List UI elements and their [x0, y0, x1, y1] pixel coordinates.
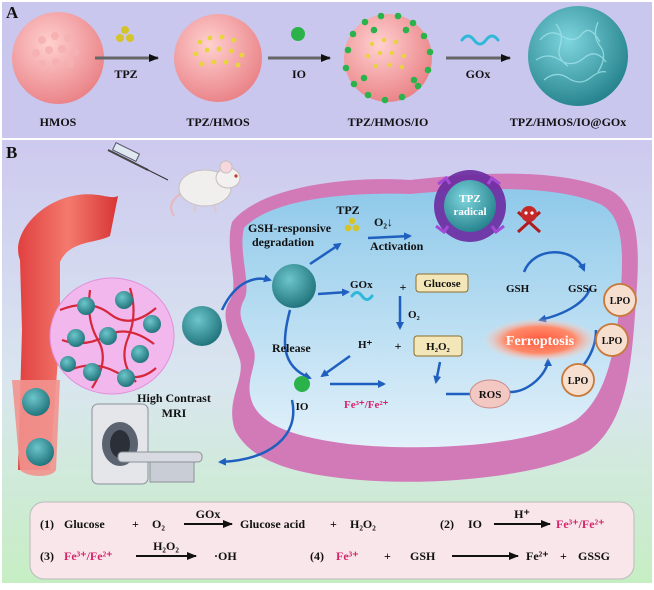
skull-crossbones-icon — [516, 206, 542, 234]
equation-4: (4) Fe³⁺ + GSH Fe²⁺ + GSSG — [310, 549, 610, 563]
gox-label: GOx — [350, 279, 373, 291]
release-label: Release — [272, 341, 311, 355]
activation-label: Activation — [370, 239, 424, 253]
lpo-label-2: LPO — [602, 336, 623, 347]
eq3-oh: ·OH — [214, 549, 237, 563]
fe-ions-label: Fe³⁺/Fe²⁺ — [344, 399, 389, 411]
glucose-label: Glucose — [423, 278, 460, 290]
equation-2: (2) IO H⁺ Fe³⁺/Fe²⁺ — [440, 507, 605, 531]
equation-3: (3) Fe³⁺/Fe²⁺ H₂O₂ ·OH — [40, 539, 237, 563]
mouse-icon — [170, 160, 241, 217]
o2-label: O₂ — [408, 309, 421, 321]
eq2-arrow-label: H⁺ — [514, 507, 530, 521]
io-particle — [294, 376, 310, 392]
vessel-nanoparticle — [22, 388, 50, 416]
lpo-circles — [561, 283, 637, 397]
gssg-label: GSSG — [568, 283, 598, 295]
stage-label-tpz-hmos: TPZ/HMOS — [186, 115, 250, 129]
equation-box — [29, 501, 635, 580]
eq1-plus2: + — [330, 517, 337, 531]
eq1-number: (1) — [40, 517, 54, 531]
h-plus-label: H⁺ — [358, 339, 373, 351]
eq4-number: (4) — [310, 549, 324, 563]
tpz-hmos-io-gox-sphere — [528, 6, 628, 106]
stage-label-tpz-hmos-io-gox: TPZ/HMOS/IO@GOx — [510, 115, 627, 129]
eq3-number: (3) — [40, 549, 54, 563]
gox-enzyme-icon — [350, 291, 374, 301]
gsh-responsive-label: GSH-responsive — [248, 221, 332, 235]
eq4-gssg: GSSG — [578, 549, 610, 563]
arrow-add-io — [268, 27, 331, 62]
tpz-hmos-io-sphere — [342, 12, 434, 104]
eq4-gsh: GSH — [410, 549, 436, 563]
mri-label-2: MRI — [162, 406, 187, 420]
h2o2-box — [413, 335, 463, 357]
panel-a-letter: A — [6, 3, 19, 22]
ferroptosis-burst — [482, 318, 598, 362]
ros-label: ROS — [479, 389, 502, 401]
arrow-label-gox: GOx — [466, 67, 491, 81]
stage-label-hmos: HMOS — [40, 115, 77, 129]
tpz-radical-label-1: TPZ — [459, 193, 480, 205]
io-label: IO — [296, 401, 309, 413]
nanoparticle-inside — [272, 264, 316, 308]
lpo-label-3: LPO — [568, 376, 589, 387]
gsh-label: GSH — [506, 283, 530, 295]
ros-bubble — [469, 379, 511, 409]
arrow-add-tpz — [95, 26, 159, 62]
panel-b-letter: B — [6, 143, 17, 162]
stage-label-tpz-hmos-io: TPZ/HMOS/IO — [348, 115, 429, 129]
tpz-radical-particle — [434, 170, 506, 242]
arrow-label-tpz: TPZ — [114, 67, 137, 81]
eq4-plus: + — [384, 549, 391, 563]
tpz-radical-label-2: radical — [454, 206, 487, 218]
blood-vessel — [12, 194, 118, 476]
eq2-fe-ions: Fe³⁺/Fe²⁺ — [556, 517, 605, 531]
vessel-nanoparticle — [26, 438, 54, 466]
eq2-io: IO — [468, 517, 482, 531]
eq3-arrow-label: H₂O₂ — [153, 539, 179, 553]
hmos-sphere — [12, 12, 104, 104]
glucose-box — [415, 273, 469, 293]
eq4-plus2: + — [560, 549, 567, 563]
lpo-label-1: LPO — [610, 296, 631, 307]
eq4-fe2: Fe²⁺ — [526, 549, 549, 563]
equation-1: (1) Glucose + O₂ GOx Glucose acid + H₂O₂ — [40, 507, 376, 531]
nanoparticle-outside — [182, 306, 222, 346]
degradation-label: degradation — [252, 235, 314, 249]
eq4-fe3: Fe³⁺ — [336, 549, 359, 563]
tpz-label: TPZ — [336, 203, 359, 217]
tumor-mass — [49, 277, 175, 395]
eq1-o2: O₂ — [152, 517, 165, 531]
eq1-arrow-label: GOx — [196, 507, 221, 521]
h2o2-label: H₂O₂ — [426, 341, 450, 353]
mri-label-1: High Contrast — [137, 391, 211, 405]
eq2-number: (2) — [440, 517, 454, 531]
arrow-add-gox — [446, 34, 511, 62]
tpz-hmos-sphere — [174, 14, 262, 102]
eq1-h2o2: H₂O₂ — [350, 517, 376, 531]
mri-scanner-icon — [91, 403, 203, 485]
eq3-fe-ions: Fe³⁺/Fe²⁺ — [64, 549, 113, 563]
eq1-glucose-acid: Glucose acid — [240, 517, 305, 531]
o2-down-label: O₂↓ — [374, 215, 393, 229]
plus-label-1: + — [400, 280, 407, 294]
syringe-icon — [107, 142, 169, 181]
tpz-molecules — [344, 217, 360, 232]
arrow-label-io: IO — [292, 67, 306, 81]
plus-label-2: + — [395, 339, 402, 353]
eq1-glucose: Glucose — [64, 517, 105, 531]
ferroptosis-label: Ferroptosis — [506, 334, 575, 349]
eq1-plus: + — [132, 517, 139, 531]
